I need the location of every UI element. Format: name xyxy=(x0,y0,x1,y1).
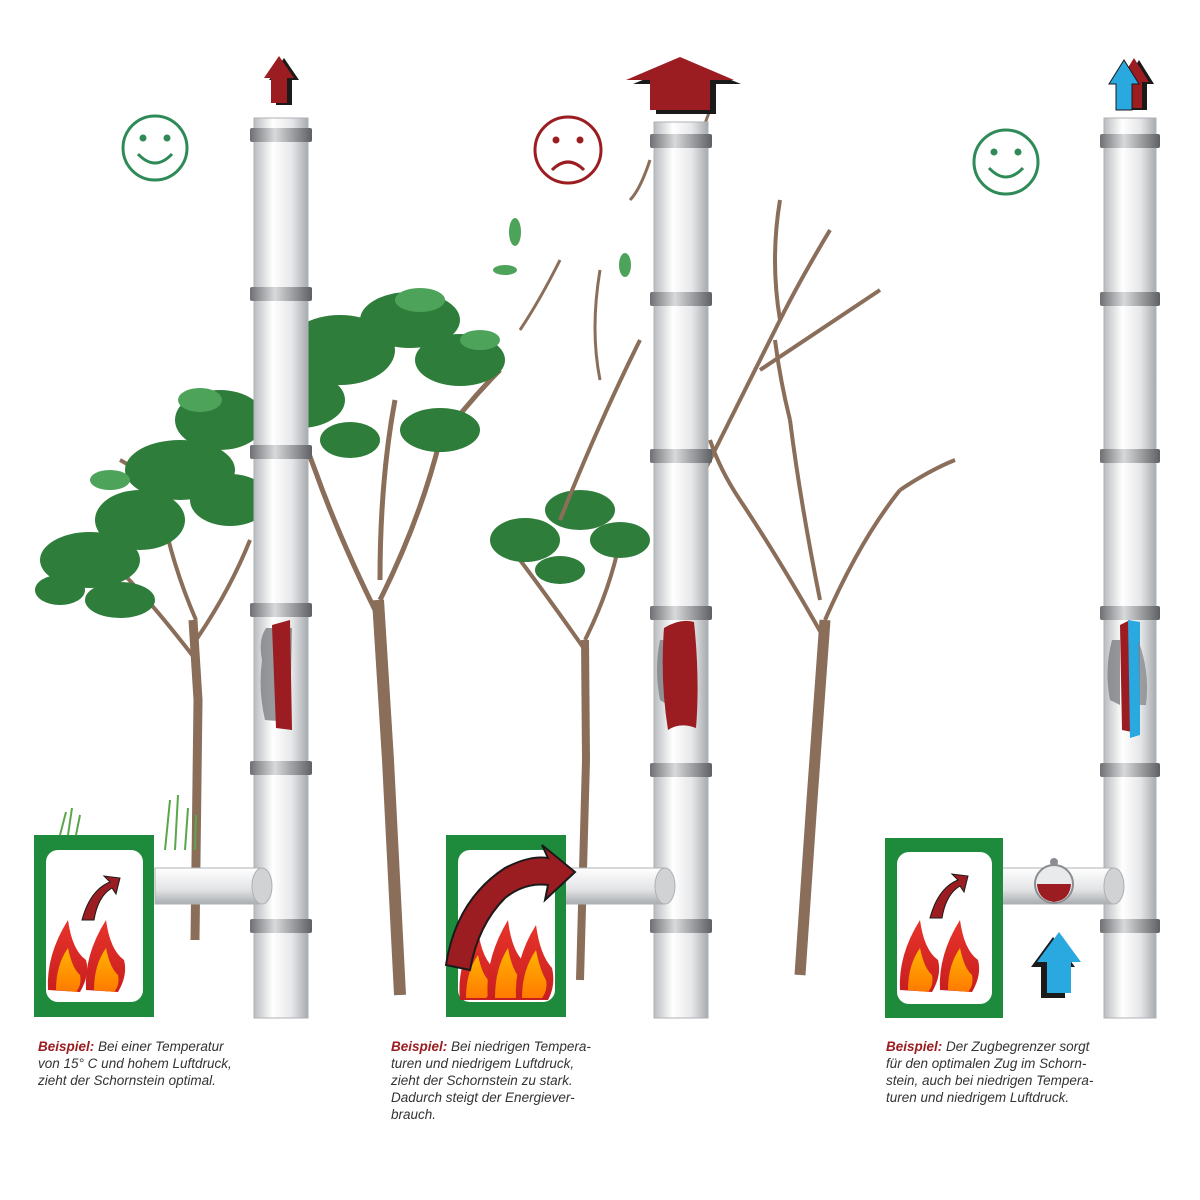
tree-bare-right xyxy=(628,109,956,976)
mixed-draught-arrow-icon xyxy=(1108,58,1154,111)
draught-limiter-icon xyxy=(1034,858,1074,904)
stove-box xyxy=(885,838,1003,1018)
tree-middle-small xyxy=(490,490,650,981)
caption-line: Bei niedrigen Tempera- xyxy=(451,1039,591,1054)
caption-line: zieht der Schornstein zu stark. xyxy=(391,1073,573,1088)
small-draught-arrow-icon xyxy=(264,56,299,105)
stove-box xyxy=(34,835,154,1017)
caption-line: brauch. xyxy=(391,1107,437,1122)
caption-line: turen und niedrigem Luftdruck, xyxy=(391,1056,575,1071)
stove-connector-pipe xyxy=(564,867,676,905)
fresh-air-arrow-icon xyxy=(1031,932,1081,998)
caption-line: zieht der Schornstein optimal. xyxy=(38,1073,216,1088)
tree-left xyxy=(35,388,270,941)
caption-line: für den optimalen Zug im Schorn- xyxy=(886,1056,1087,1071)
caption-line: stein, auch bei niedrigen Tempera- xyxy=(886,1073,1094,1088)
tree-bare-centre xyxy=(493,218,642,521)
happy-face-icon xyxy=(972,128,1040,196)
caption-optimal: Beispiel: Bei einer Temperatur von 15° C… xyxy=(38,1038,278,1089)
caption-line: von 15° C und hohem Luftdruck, xyxy=(38,1056,232,1071)
stove-connector-pipe xyxy=(154,867,273,905)
example-label: Beispiel: xyxy=(886,1039,943,1054)
stove-box xyxy=(444,835,577,1017)
flames-icon xyxy=(899,920,980,992)
happy-face-icon xyxy=(121,114,189,182)
large-draught-arrow-icon xyxy=(626,57,741,114)
caption-line: Bei einer Temperatur xyxy=(98,1039,224,1054)
panel-optimal xyxy=(34,56,312,1019)
caption-line: Dadurch steigt der Energiever- xyxy=(391,1090,575,1105)
caption-line: turen und niedrigem Luftdruck. xyxy=(886,1090,1070,1105)
panel-draught-limiter xyxy=(885,58,1160,1019)
caption-draught-limiter: Beispiel: Der Zugbegrenzer sorgt für den… xyxy=(886,1038,1126,1106)
example-label: Beispiel: xyxy=(391,1039,448,1054)
panel-too-strong xyxy=(444,57,741,1019)
flames-icon xyxy=(47,920,126,992)
caption-line: Der Zugbegrenzer sorgt xyxy=(946,1039,1090,1054)
sad-face-icon xyxy=(533,115,603,185)
caption-too-strong: Beispiel: Bei niedrigen Tempera- turen u… xyxy=(391,1038,631,1123)
example-label: Beispiel: xyxy=(38,1039,95,1054)
